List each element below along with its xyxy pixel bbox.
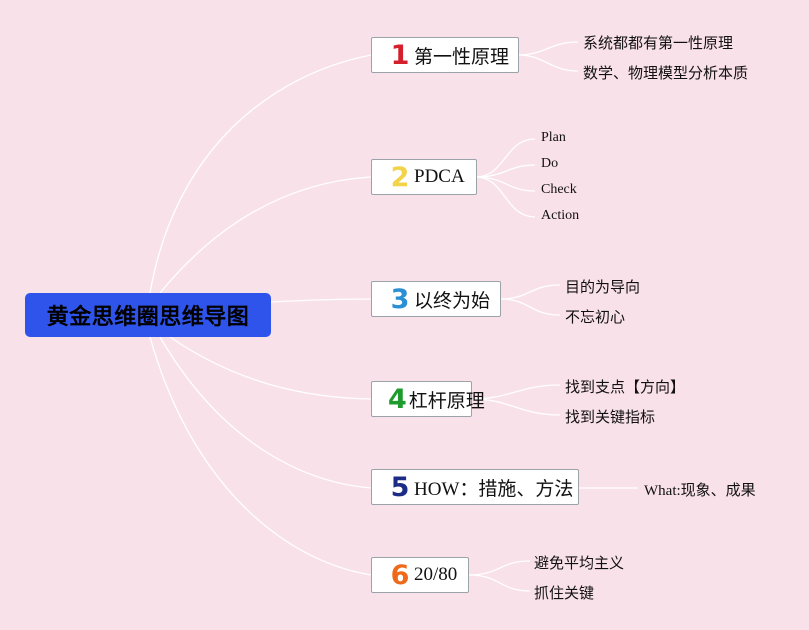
subtopic[interactable]: 数学、物理模型分析本质 <box>583 66 749 82</box>
subtopic[interactable]: 不忘初心 <box>565 310 626 326</box>
subtopic[interactable]: What:现象、成果 <box>644 483 756 499</box>
subtopic[interactable]: Action <box>541 208 580 223</box>
subtopic[interactable]: 目的为导向 <box>565 280 641 296</box>
number-1-icon: 1 <box>390 39 410 71</box>
number-2-icon: 2 <box>390 161 410 193</box>
branch-pdca[interactable]: 2 PDCA <box>371 159 477 195</box>
branch-label: 第一性原理 <box>414 46 510 68</box>
subtopic[interactable]: 系统都都有第一性原理 <box>583 36 734 52</box>
branch-label: 杠杆原理 <box>408 390 485 412</box>
subtopic[interactable]: 抓住关键 <box>534 586 595 602</box>
subtopic[interactable]: Do <box>541 156 559 171</box>
subtopic[interactable]: 避免平均主义 <box>534 556 625 572</box>
branch-label: PDCA <box>414 166 465 187</box>
branch-first-principles[interactable]: 1 第一性原理 <box>371 37 519 73</box>
number-3-icon: 3 <box>390 283 410 315</box>
branch-pareto[interactable]: 6 20/80 <box>371 557 469 593</box>
number-4-icon: 4 <box>388 383 407 415</box>
branch-label: 以终为始 <box>414 290 491 312</box>
branch-how[interactable]: 5 HOW：措施、方法 <box>371 469 579 505</box>
branch-label: 20/80 <box>414 564 458 585</box>
subtopic[interactable]: Plan <box>541 130 566 145</box>
subtopic[interactable]: Check <box>541 182 577 197</box>
branch-label: HOW：措施、方法 <box>414 478 574 500</box>
branch-leverage[interactable]: 4 杠杆原理 <box>371 381 485 417</box>
subtopic[interactable]: 找到支点【方向】 <box>565 380 686 396</box>
central-topic[interactable]: 黄金思维圈思维导图 <box>25 293 271 337</box>
subtopic[interactable]: 找到关键指标 <box>565 410 656 426</box>
number-6-icon: 6 <box>390 559 410 591</box>
number-5-icon: 5 <box>390 471 410 503</box>
branch-begin-with-end[interactable]: 3 以终为始 <box>371 281 501 317</box>
